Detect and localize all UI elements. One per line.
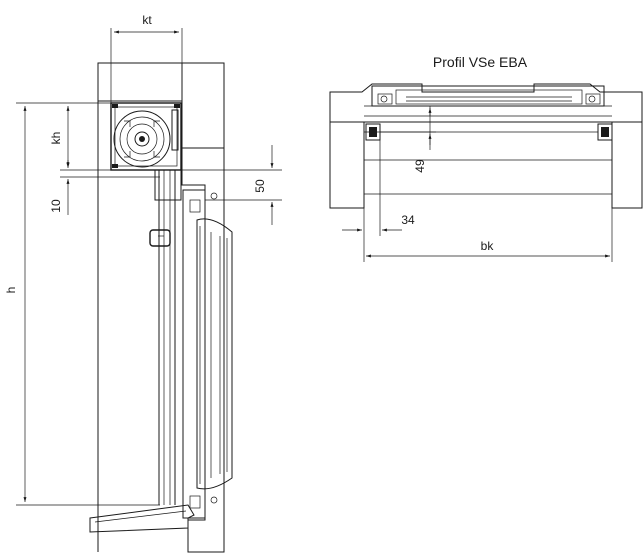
label-34: 34: [401, 213, 415, 227]
plan-title: Profil VSe EBA: [433, 54, 528, 70]
plan-view: Profil VSe EBA: [329, 54, 643, 262]
dimension-kt: kt: [110, 13, 183, 103]
label-49: 49: [413, 159, 427, 173]
plan-window-frame: [364, 85, 612, 117]
label-bk: bk: [481, 239, 495, 253]
shutter-box: [110, 102, 182, 171]
label-kt: kt: [142, 13, 152, 27]
guide-rail: [149, 169, 182, 505]
dimension-h: h: [4, 102, 160, 506]
window-frame: [182, 189, 233, 519]
dimension-kh: kh: [49, 106, 160, 171]
label-kh: kh: [49, 132, 63, 145]
plan-walls: [329, 83, 643, 209]
dimension-10: 10: [49, 160, 160, 215]
dimension-34: 34: [342, 140, 415, 262]
dimension-49: 49: [364, 106, 436, 173]
window-sill: [89, 504, 195, 533]
plan-opening: [364, 159, 612, 195]
label-50: 50: [253, 179, 267, 193]
label-10: 10: [49, 199, 63, 213]
label-h: h: [4, 287, 18, 294]
dimension-bk: bk: [366, 208, 613, 262]
dimension-50: 50: [182, 145, 282, 225]
section-view: kt h kh 10 50: [4, 13, 282, 553]
